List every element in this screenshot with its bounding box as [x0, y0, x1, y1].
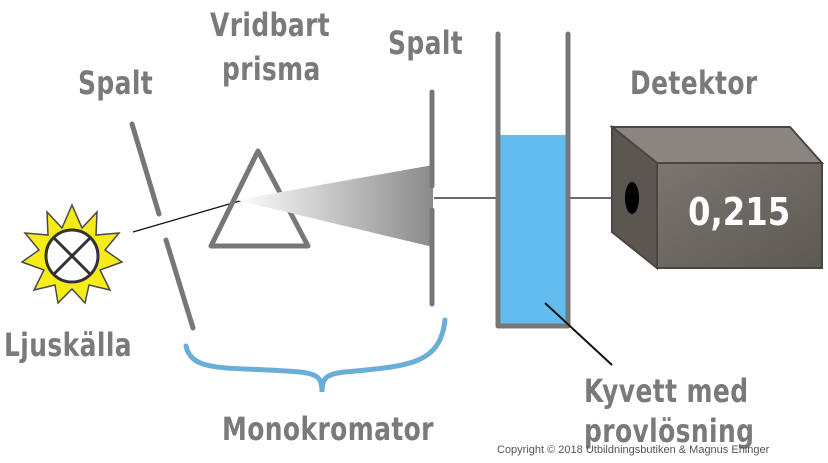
monochromator-brace	[183, 317, 448, 393]
label-light-source: Ljuskälla	[4, 326, 132, 364]
copyright-notice: Copyright © 2018 Utbildningsbutiken & Ma…	[497, 444, 770, 456]
detector-reading: 0,215	[688, 190, 791, 234]
cuvette-pointer-line	[544, 302, 613, 366]
label-prism-line1: Vridbart	[210, 6, 331, 44]
incident-light-beam	[132, 199, 244, 233]
detector-box	[609, 124, 825, 271]
label-monochromator: Monokromator	[222, 410, 434, 448]
label-prism-line2: prisma	[222, 50, 321, 88]
label-cuvette-line2: provlösning	[584, 412, 755, 450]
label-detector: Detektor	[630, 64, 758, 102]
label-cuvette-line1: Kyvett med	[584, 372, 749, 410]
entrance-slit	[129, 121, 196, 331]
label-exit-slit: Spalt	[388, 24, 464, 62]
cuvette	[495, 31, 571, 329]
light-source-icon	[20, 203, 124, 305]
dispersed-light-fan	[236, 165, 433, 247]
label-entrance-slit: Spalt	[78, 64, 154, 102]
